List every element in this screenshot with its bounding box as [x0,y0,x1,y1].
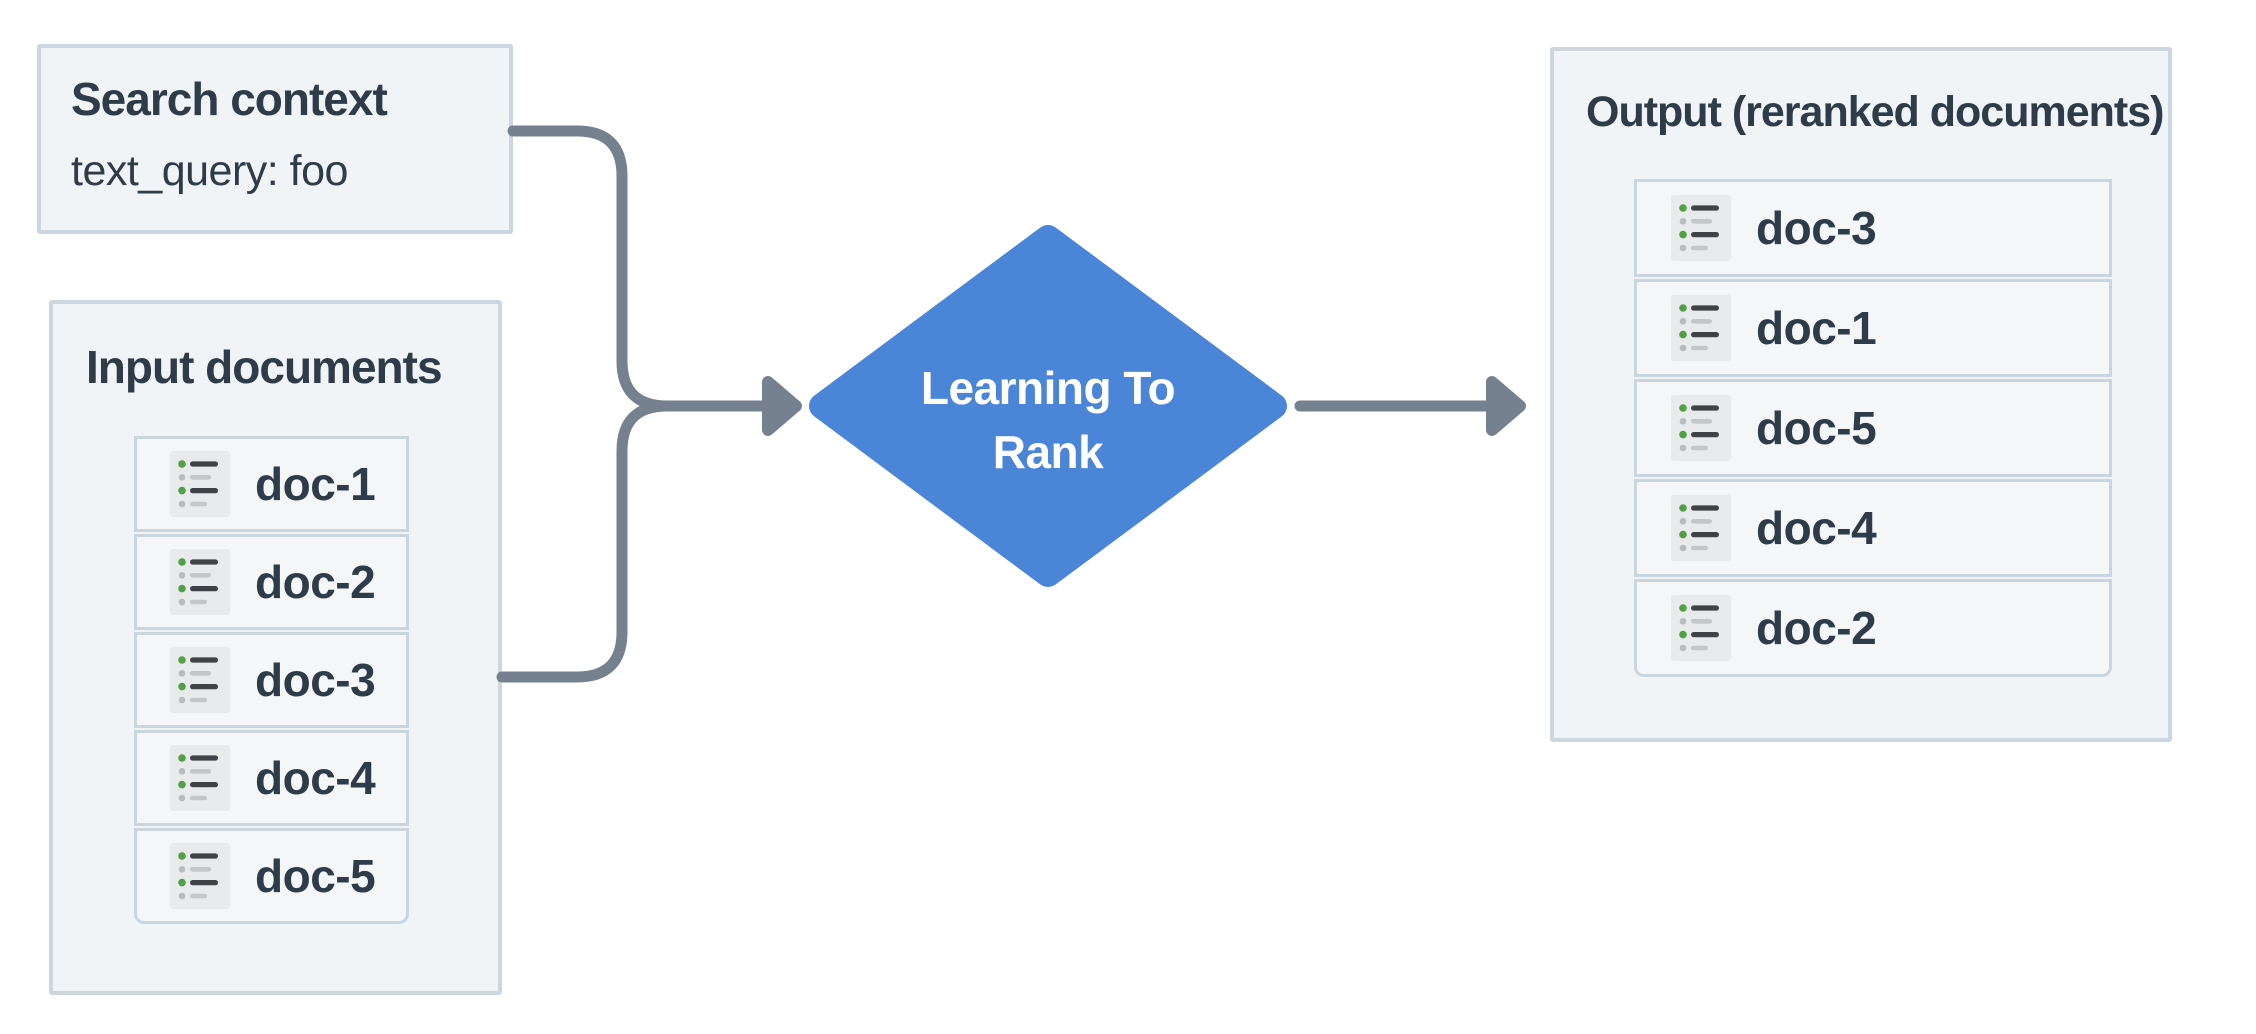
doc-row: doc-4 [134,730,409,826]
ltr-label-line1: Learning To [921,362,1175,414]
connector-from-search-context [507,125,673,412]
doc-label: doc-5 [255,850,376,902]
arrowhead-into-ltr [762,376,802,436]
doc-label: doc-2 [1756,602,1877,654]
doc-row: doc-5 [1634,379,2112,477]
doc-row: doc-2 [1634,579,2112,677]
list-icon [1671,195,1731,261]
doc-row: doc-4 [1634,479,2112,577]
doc-label: doc-5 [1756,402,1877,454]
input-documents-box: Input documents doc-1 [49,300,502,995]
ltr-label-line2: Rank [993,426,1104,478]
list-icon [1671,395,1731,461]
list-icon [1671,495,1731,561]
connector-from-input-documents [496,400,673,683]
output-title: Output (reranked documents) [1586,88,2164,136]
doc-label: doc-1 [1756,302,1877,354]
list-icon [170,451,230,517]
doc-label: doc-3 [1756,202,1877,254]
search-context-query: text_query: foo [71,146,348,195]
doc-label: doc-2 [255,556,376,608]
list-icon [170,843,230,909]
input-doc-list: doc-1 doc-2 [134,436,409,924]
list-icon [170,745,230,811]
ltr-diamond-node [809,225,1287,587]
doc-row: doc-1 [1634,279,2112,377]
input-documents-title: Input documents [86,341,443,393]
list-icon [170,549,230,615]
doc-row: doc-3 [134,632,409,728]
arrowhead-to-output [1486,376,1526,436]
doc-row: doc-3 [1634,179,2112,277]
doc-label: doc-1 [255,458,376,510]
doc-row: doc-2 [134,534,409,630]
list-icon [1671,295,1731,361]
output-box: Output (reranked documents) [1550,47,2172,742]
list-icon [170,647,230,713]
search-context-box: Search context text_query: foo [37,44,513,234]
doc-row: doc-1 [134,436,409,532]
output-doc-list: doc-3 doc-1 [1634,179,2112,677]
doc-row: doc-5 [134,828,409,924]
search-context-title: Search context [71,73,388,125]
doc-label: doc-4 [255,752,376,804]
list-icon [1671,595,1731,661]
doc-label: doc-4 [1756,502,1877,554]
doc-label: doc-3 [255,654,376,706]
